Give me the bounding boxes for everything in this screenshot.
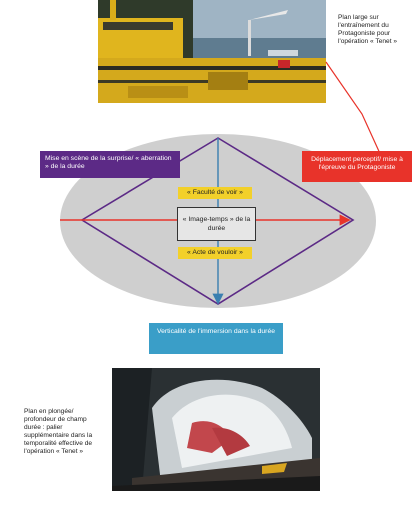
chip-acte-de-vouloir: « Acte de vouloir »	[178, 247, 252, 259]
bottom-photo-caption: Plan en plongée/ profondeur de champ dur…	[24, 408, 93, 455]
top-photo-ship	[98, 0, 326, 103]
bottom-blue-label: Verticalité de l'immersion dans la durée	[149, 323, 283, 354]
red-connector-line	[325, 61, 383, 159]
center-image-temps-box: « Image-temps » de la durée	[177, 207, 256, 241]
right-red-label: Déplacement perceptif/ mise à l'épreuve …	[302, 151, 412, 182]
chip-faculte-de-voir: « Faculté de voir »	[178, 187, 252, 199]
left-purple-label: Mise en scène de la surprise/ « aberrati…	[40, 151, 180, 178]
bottom-photo-wave	[112, 368, 320, 491]
top-photo-caption: Plan large sur l'entraînement du Protago…	[338, 14, 398, 45]
